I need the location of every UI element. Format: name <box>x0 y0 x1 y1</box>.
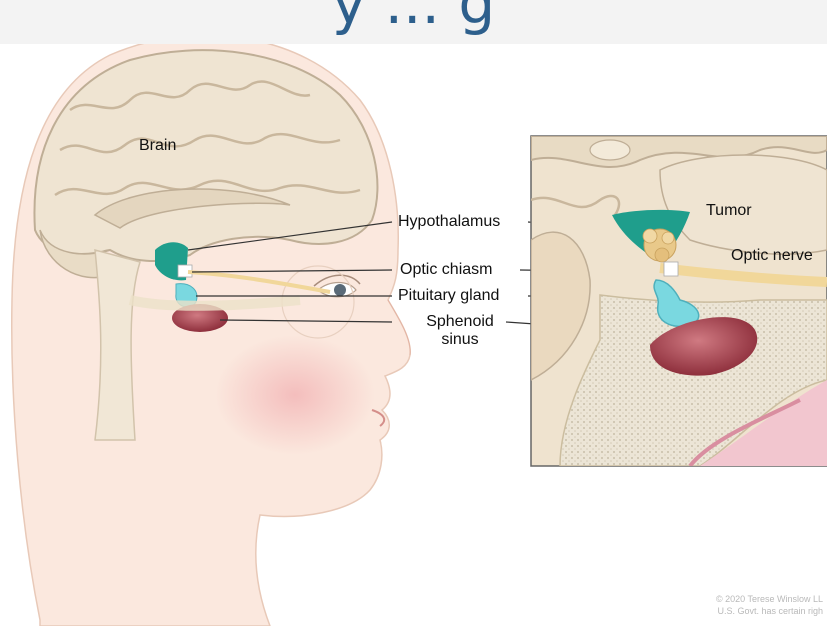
credit-line2: U.S. Govt. has certain righ <box>717 606 823 617</box>
label-sphenoid-line1: Sphenoid <box>412 313 508 331</box>
label-brain: Brain <box>139 137 176 155</box>
inset-panel <box>531 136 827 466</box>
label-optic-chiasm: Optic chiasm <box>400 261 492 279</box>
label-hypothalamus: Hypothalamus <box>398 213 500 231</box>
title-banner: y ... g <box>0 0 827 44</box>
label-pituitary-gland: Pituitary gland <box>398 287 499 305</box>
label-sphenoid-sinus: Sphenoid sinus <box>412 313 508 349</box>
cheek-blush <box>215 335 375 455</box>
title-banner-text: y ... g <box>0 0 827 36</box>
label-sphenoid-line2: sinus <box>412 331 508 349</box>
label-tumor: Tumor <box>706 202 752 220</box>
credit-line1: © 2020 Terese Winslow LL <box>716 594 823 605</box>
label-optic-nerve: Optic nerve <box>731 247 813 265</box>
